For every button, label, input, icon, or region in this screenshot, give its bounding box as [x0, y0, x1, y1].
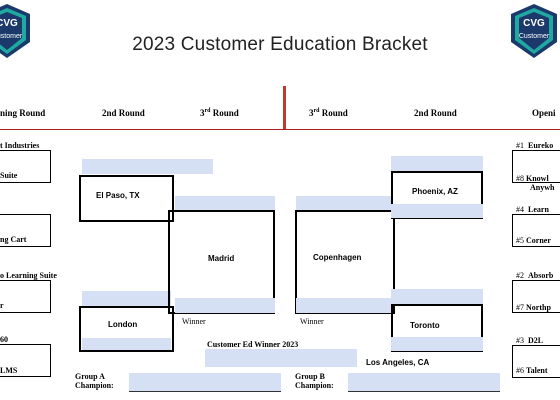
- round-header-right-third: 3rd Round: [309, 108, 348, 118]
- right-r2-match-bottom[interactable]: [391, 304, 483, 352]
- right-winner-label: Winner: [300, 317, 324, 326]
- logo-right-mark: CVG: [523, 18, 545, 29]
- left-r3-city: Madrid: [208, 254, 235, 263]
- left-team-2-bottom: ng Cart: [0, 235, 27, 244]
- round-header-right-opening: Openi: [532, 108, 556, 118]
- group-a-champion-input[interactable]: [129, 373, 281, 392]
- left-team-1-bottom: Suite: [0, 171, 18, 180]
- right-r2-slot-top-fill: [391, 156, 483, 171]
- final-winner-slot[interactable]: [205, 349, 357, 367]
- left-team-3-bottom: r: [0, 301, 4, 310]
- right-match-2[interactable]: [512, 214, 560, 247]
- round-header-left-opening: ning Round: [0, 108, 46, 118]
- left-r2-slot-bottom-fill: [82, 291, 171, 306]
- right-team-3-top: #2 Absorb: [516, 271, 554, 280]
- group-a-label-line1: Group A: [75, 372, 105, 381]
- right-r2-slot-top-lower-fill: [391, 204, 483, 218]
- left-winner-label: Winner: [182, 317, 206, 326]
- right-r3-city: Copenhagen: [313, 253, 362, 262]
- logo-left-mark: CVG: [0, 18, 18, 29]
- right-team-2-bottom: #5 Corner: [516, 236, 551, 245]
- right-r2-top-city: Phoenix, AZ: [412, 187, 458, 196]
- right-r2-slot-bottom-fill: [391, 289, 483, 304]
- round-header-left-third: 3rd Round: [200, 108, 239, 118]
- left-r2-bottom-city: London: [108, 320, 138, 329]
- left-team-4-top: 60: [0, 335, 8, 344]
- left-r2-slot-top-fill: [82, 159, 213, 174]
- right-r2-match-top[interactable]: [391, 171, 483, 219]
- right-team-2-top: #4 Learn: [516, 205, 549, 214]
- logo-right-word: Customer: [519, 33, 550, 40]
- right-team-4-top: #3 D2L: [516, 336, 544, 345]
- left-r2-match-bottom[interactable]: [79, 306, 174, 352]
- center-divider: [283, 86, 286, 130]
- right-team-1-bottom-2: Anywh: [530, 183, 555, 192]
- right-r2-slot-bottom-lower-fill: [391, 337, 483, 351]
- left-team-1-top: t Industries: [0, 141, 40, 150]
- right-team-1-top: #1 Eureko: [516, 141, 554, 150]
- right-match-3[interactable]: [512, 280, 560, 313]
- left-match-1[interactable]: [0, 150, 51, 183]
- right-match-1[interactable]: [512, 150, 560, 183]
- page-title: 2023 Customer Education Bracket: [132, 34, 428, 55]
- right-match-4[interactable]: [512, 345, 560, 378]
- header-rule: [0, 129, 560, 130]
- group-b-champion-input[interactable]: [348, 373, 500, 392]
- left-match-3[interactable]: [0, 280, 51, 313]
- round-header-left-second: 2nd Round: [102, 108, 145, 118]
- right-team-3-bottom: #7 Northp: [516, 303, 551, 312]
- group-b-label-line2: Champion:: [295, 381, 334, 390]
- left-team-3-top: o Learning Suite: [0, 271, 57, 280]
- right-team-4-bottom: #6 Talent: [516, 366, 548, 375]
- right-r3-slot-bottom-fill: [296, 298, 392, 313]
- round-header-right-second: 2nd Round: [414, 108, 457, 118]
- right-team-1-bottom: #8 Knowl: [516, 174, 549, 183]
- final-label: Customer Ed Winner 2023: [207, 340, 299, 349]
- cvg-logo-right: CVG Customer: [511, 4, 557, 58]
- left-match-2[interactable]: [0, 214, 51, 247]
- logo-left-word: Customer: [0, 33, 23, 40]
- left-match-4[interactable]: [0, 344, 51, 377]
- left-r3-slot-top-fill: [175, 196, 275, 211]
- left-team-4-bottom: LMS: [0, 366, 18, 375]
- group-b-label-line1: Group B: [295, 372, 325, 381]
- right-r3-slot-top-fill: [296, 196, 392, 211]
- final-location: Los Angeles, CA: [366, 358, 430, 367]
- cvg-logo-left: CVG Customer: [0, 4, 30, 58]
- left-r3-slot-bottom-fill: [175, 298, 275, 313]
- left-r3-match[interactable]: [168, 210, 275, 314]
- right-r3-match[interactable]: [295, 210, 395, 314]
- group-a-label-line2: Champion:: [75, 381, 114, 390]
- left-r2-slot-bottom-lower-fill: [82, 338, 171, 350]
- right-r2-bottom-city: Toronto: [410, 321, 440, 330]
- left-r2-match-top[interactable]: [79, 175, 174, 222]
- left-r2-top-city: El Paso, TX: [96, 191, 140, 200]
